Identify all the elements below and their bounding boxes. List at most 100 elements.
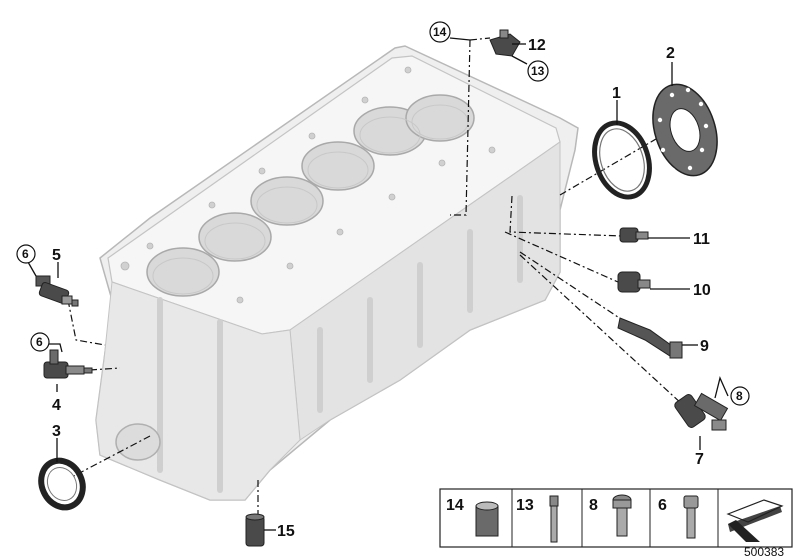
bore-inner bbox=[256, 186, 318, 224]
legend-label-14: 14 bbox=[446, 497, 464, 514]
assembly-line bbox=[450, 39, 471, 216]
bore-inner bbox=[152, 257, 214, 295]
part-3-shaft-seal bbox=[38, 457, 86, 511]
callout-7: 7 bbox=[695, 451, 704, 468]
callout-13: 13 bbox=[531, 64, 545, 78]
deck-hole bbox=[488, 146, 496, 154]
part-4-sensor bbox=[43, 349, 85, 379]
wheel-hole bbox=[699, 147, 705, 153]
wheel-hole bbox=[703, 123, 709, 129]
part-10-oil-pressure-sensor bbox=[617, 271, 651, 293]
callout-15: 15 bbox=[277, 523, 295, 540]
bore-inner bbox=[359, 116, 421, 154]
part-6-screw bbox=[83, 367, 93, 374]
callout-11: 11 bbox=[693, 231, 710, 248]
hex-socket-screw-icon bbox=[683, 495, 699, 539]
stud-bolt-icon bbox=[549, 495, 559, 543]
callout-4: 4 bbox=[52, 397, 61, 414]
wheel-hole bbox=[698, 101, 704, 107]
callout-circle bbox=[30, 332, 50, 352]
bore-inner bbox=[411, 104, 469, 140]
callout-5: 5 bbox=[52, 247, 61, 264]
cylinder-bore bbox=[250, 176, 324, 226]
callout-circle bbox=[16, 244, 36, 264]
callout-circle bbox=[527, 60, 549, 82]
wheel-hole bbox=[660, 147, 666, 153]
cylinder-bore bbox=[198, 212, 272, 262]
bore-inner bbox=[204, 222, 266, 260]
assembly-line bbox=[469, 37, 491, 41]
callout-6-upper: 6 bbox=[22, 247, 29, 261]
callout-6-lower: 6 bbox=[36, 335, 43, 349]
callout-2: 2 bbox=[666, 45, 675, 62]
part-5-sensor bbox=[35, 275, 73, 305]
deck-hole bbox=[361, 96, 369, 104]
callout-8: 8 bbox=[736, 389, 743, 403]
deck-hole bbox=[336, 228, 344, 236]
part-1-sealing-ring bbox=[592, 120, 652, 200]
cylinder-bore bbox=[146, 247, 220, 297]
callout-12: 12 bbox=[528, 37, 546, 54]
deck-hole bbox=[404, 66, 412, 74]
assembly-line bbox=[89, 367, 121, 371]
engine-block bbox=[95, 45, 579, 501]
crankshaft-bore bbox=[115, 423, 161, 461]
deck-hole bbox=[120, 261, 130, 271]
sleeve-icon bbox=[475, 501, 499, 537]
part-7-sensor bbox=[674, 392, 729, 431]
part-9-oil-spray-nozzle bbox=[617, 317, 683, 359]
callout-3: 3 bbox=[52, 423, 61, 440]
cylinder-bores bbox=[146, 94, 475, 297]
deck-hole bbox=[286, 262, 294, 270]
wheel-hole bbox=[687, 165, 693, 171]
engine-block-side bbox=[289, 141, 561, 441]
wheel-hole bbox=[670, 167, 676, 173]
deck-hole bbox=[388, 193, 396, 201]
wheel-hole bbox=[657, 117, 663, 123]
leader-line bbox=[27, 261, 37, 277]
callout-14: 14 bbox=[433, 25, 447, 39]
callout-circle bbox=[730, 386, 750, 406]
legend-label-8: 8 bbox=[589, 497, 598, 514]
callout-labels: 1 2 3 4 5 6 6 7 8 9 10 11 12 13 14 15 bbox=[16, 21, 750, 540]
deck-hole bbox=[208, 201, 216, 209]
deck-hole bbox=[438, 159, 446, 167]
assembly-line bbox=[504, 231, 619, 283]
callout-circle bbox=[429, 21, 451, 43]
leader-line bbox=[511, 55, 528, 65]
callout-9: 9 bbox=[700, 338, 709, 355]
wheel-hole bbox=[685, 87, 691, 93]
part-6-screw bbox=[71, 299, 79, 307]
legend-label-13: 13 bbox=[516, 497, 534, 514]
part-12-sensor bbox=[489, 29, 521, 57]
callout-10: 10 bbox=[693, 282, 711, 299]
leader-line bbox=[449, 37, 471, 41]
part-11-knock-sensor bbox=[619, 227, 649, 243]
legend-label-6: 6 bbox=[658, 497, 667, 514]
deck-hole bbox=[236, 296, 244, 304]
direction-arrow-icon bbox=[726, 499, 784, 542]
assembly-line bbox=[509, 195, 623, 237]
assembly-line bbox=[519, 254, 684, 406]
leader-line bbox=[48, 343, 63, 353]
cylinder-bore bbox=[405, 94, 475, 142]
cylinder-bore bbox=[301, 141, 375, 191]
wheel-hole bbox=[669, 92, 675, 98]
assembly-line bbox=[519, 251, 631, 326]
part-15-dowel-sleeve bbox=[245, 513, 265, 547]
deck-hole bbox=[258, 167, 266, 175]
torx-screw-icon bbox=[612, 494, 632, 537]
callout-1: 1 bbox=[612, 85, 621, 102]
leader-line bbox=[714, 376, 729, 399]
parts-legend: 14 13 8 6 bbox=[439, 488, 793, 548]
bore-inner bbox=[307, 151, 369, 189]
part-2-increment-wheel bbox=[652, 83, 718, 177]
deck-hole bbox=[146, 242, 154, 250]
assembly-line bbox=[67, 299, 106, 346]
diagram-id: 500383 bbox=[744, 545, 784, 559]
deck-hole bbox=[308, 132, 316, 140]
assembly-line bbox=[69, 435, 151, 479]
leader-lines bbox=[27, 37, 729, 531]
